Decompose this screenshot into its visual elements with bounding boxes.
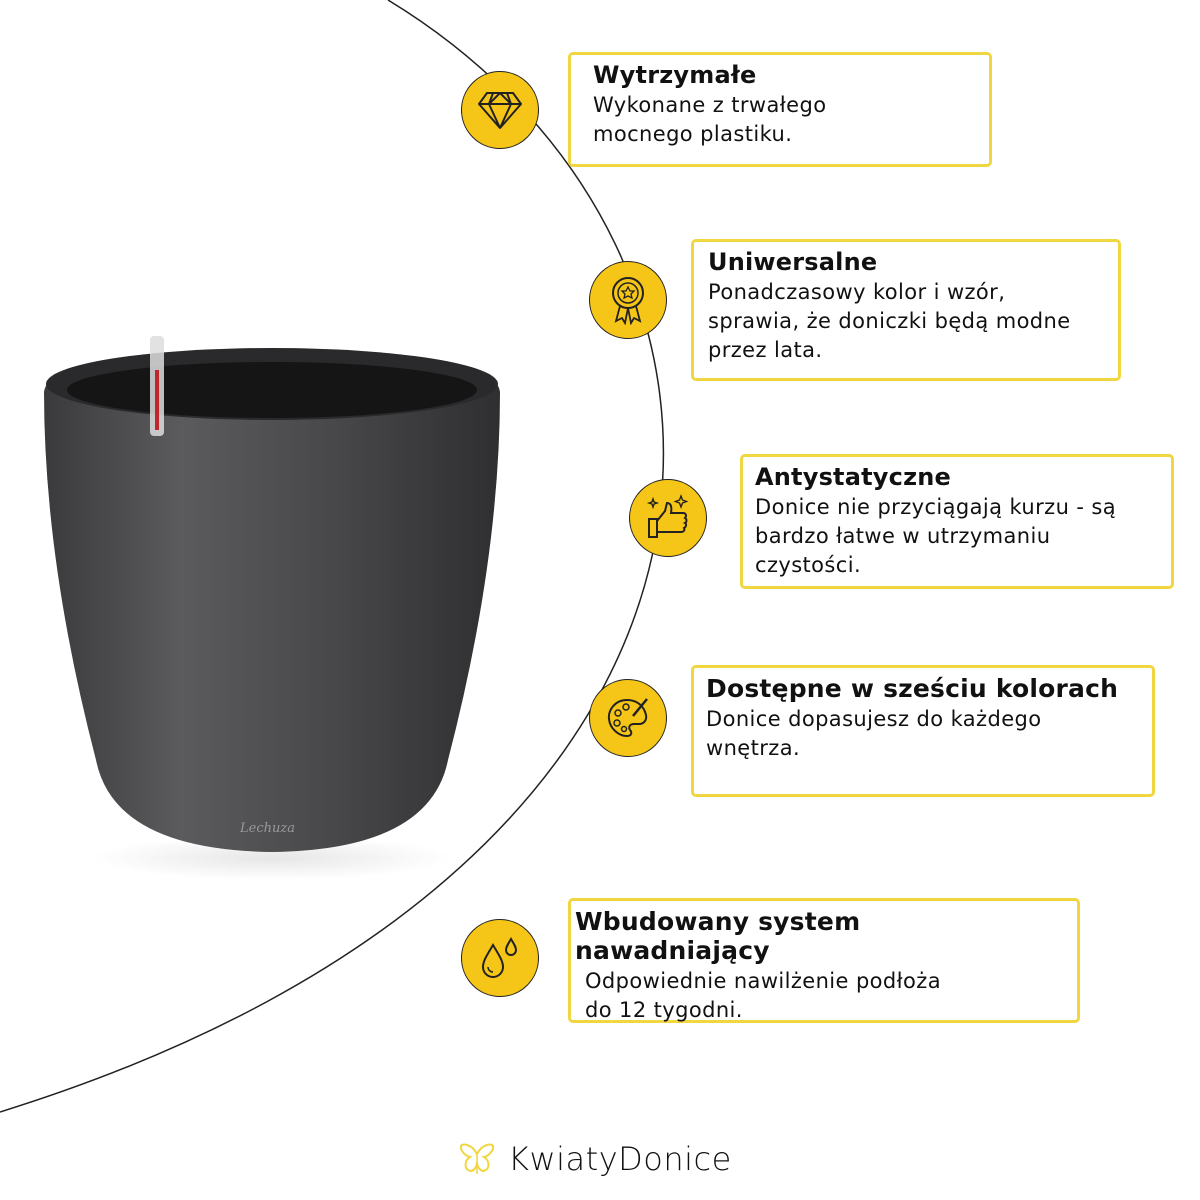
feature-card-uniwersalne: Uniwersalne Ponadczasowy kolor i wzór,sp… [691, 239, 1121, 381]
brand-logo: KwiatyDonice [458, 1140, 732, 1178]
planter-pot-image: Lechuza [44, 336, 500, 880]
feature-title: Uniwersalne [708, 248, 878, 276]
decorative-arc [0, 0, 665, 1113]
award-icon [589, 261, 667, 339]
feature-card-antystatyczne: Antystatyczne Donice nie przyciągają kur… [740, 454, 1174, 589]
feature-title: Wytrzymałe [593, 61, 757, 89]
thumbs-up-sparkle-icon [629, 479, 707, 557]
brand-name: KwiatyDonice [508, 1140, 732, 1178]
feature-text: Ponadczasowy kolor i wzór,sprawia, że do… [708, 280, 1071, 362]
feature-card-kolory: Dostępne w sześciu kolorach Donice dopas… [691, 665, 1155, 797]
feature-title: Antystatyczne [755, 463, 952, 491]
brand-mark: Lechuza [239, 821, 295, 836]
diamond-icon [461, 71, 539, 149]
water-drops-icon [461, 919, 539, 997]
feature-title: Wbudowany system nawadniający [575, 907, 861, 965]
butterfly-logo-icon [459, 1143, 495, 1174]
palette-icon [589, 679, 667, 757]
feature-card-nawadnianie: Wbudowany system nawadniający Odpowiedni… [568, 898, 1080, 1023]
feature-title: Dostępne w sześciu kolorach [706, 674, 1119, 703]
